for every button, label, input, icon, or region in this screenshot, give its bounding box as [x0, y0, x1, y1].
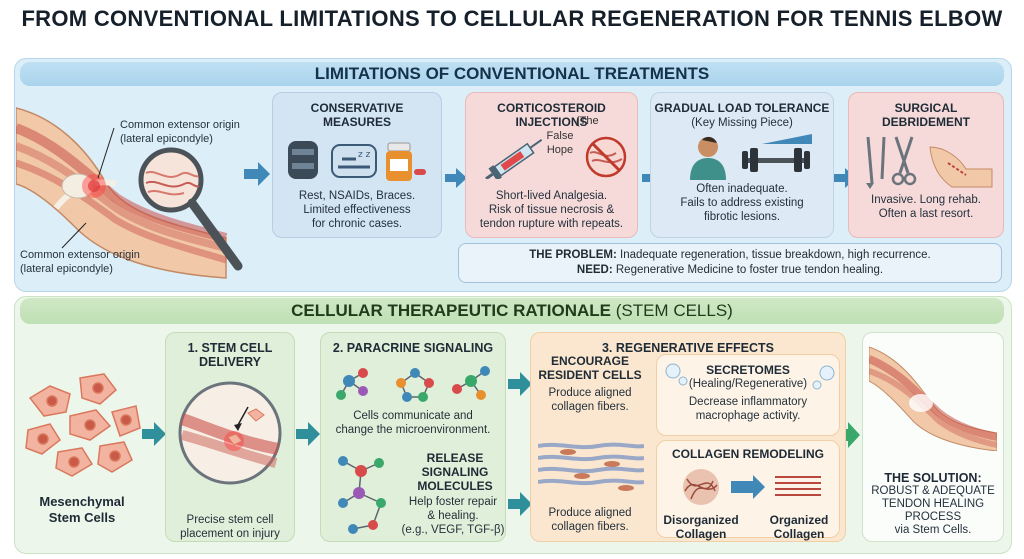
conservative-text: Rest, NSAIDs, Braces. Limited effectiven… — [298, 190, 416, 230]
arrow-right-icon — [508, 492, 532, 516]
arrow-right-icon — [142, 422, 166, 446]
page-title: FROM CONVENTIONAL LIMITATIONS TO CELLULA… — [21, 6, 1003, 31]
disorganized-label: Disorganized Collagen — [663, 513, 739, 541]
problem-label: THE PROBLEM: — [529, 249, 617, 261]
gradual-load-subtitle: (Key Missing Piece) — [691, 117, 793, 129]
gradual-load-text: Often inadequate. Fails to address exist… — [680, 183, 804, 223]
produce-collagen-text: Produce aligned collagen fibers. — [548, 507, 632, 533]
anatomy-label-top: Common extensor origin (lateral epicondy… — [120, 119, 240, 145]
secretomes-subtitle: (Healing/Regenerative) — [688, 378, 808, 390]
need-label: NEED: — [576, 264, 613, 276]
problem-line: THE PROBLEM: Inadequate regeneration, ti… — [459, 248, 1001, 263]
syringe-necrosis-icons — [485, 136, 627, 179]
solution-title: THE SOLUTION: — [884, 471, 982, 485]
solution-card: THE SOLUTION: ROBUST & ADEQUATE TENDON H… — [862, 332, 1004, 542]
mesenchymal-stem-cells-illustration — [25, 373, 141, 477]
release-text: Help foster repair & healing. (e.g., VEG… — [401, 496, 505, 536]
secretomes-text: Decrease inflammatory macrophage activit… — [688, 396, 808, 422]
healed-elbow-illustration — [869, 346, 997, 451]
delivery-title: 1. STEM CELL DELIVERY — [187, 341, 273, 369]
problem-need-box: THE PROBLEM: Inadequate regeneration, ti… — [458, 243, 1002, 283]
arrow-right-icon — [296, 422, 320, 446]
surgical-title: SURGICAL DEBRIDEMENT — [881, 101, 970, 129]
rationale-heading-light: (STEM CELLS) — [610, 301, 733, 320]
molecule-icons — [336, 366, 490, 402]
paracrine-text: Cells communicate and change the microen… — [335, 410, 491, 436]
conservative-title: CONSERVATIVE MEASURES — [310, 101, 404, 129]
arrow-right-icon — [244, 162, 270, 186]
corticosteroid-card: CORTICOSTEROID INJECTIONS (The False Hop… — [465, 92, 638, 238]
stem-cell-delivery-card: 1. STEM CELL DELIVERY Precise stem cell … — [165, 332, 295, 542]
corticosteroid-text: Short-lived Analgesia. Risk of tissue ne… — [479, 190, 624, 230]
arrow-right-icon — [836, 422, 860, 448]
corticosteroid-title: CORTICOSTEROID INJECTIONS — [466, 101, 637, 129]
cellular-rationale-heading: CELLULAR THERAPEUTIC RATIONALE (STEM CEL… — [20, 298, 1004, 324]
aligned-collagen-fibers-illustration — [538, 442, 644, 491]
limitations-heading: LIMITATIONS OF CONVENTIONAL TREATMENTS — [20, 62, 1004, 86]
organized-label: Organized Collagen — [769, 513, 829, 541]
conservative-measures-card: CONSERVATIVE MEASURES z z Rest, NSAIDs, … — [272, 92, 442, 238]
remodeling-title: COLLAGEN REMODELING — [672, 447, 824, 461]
brace-bed-pills-icons: z z — [288, 141, 426, 181]
encourage-text: Produce aligned collagen fibers. — [548, 387, 632, 413]
anatomy-label-bottom: Common extensor origin (lateral epicondy… — [20, 249, 140, 275]
collagen-remodeling-box: COLLAGEN REMODELING Disorganized Collage… — [656, 440, 840, 541]
need-line: NEED: Regenerative Medicine to foster tr… — [459, 263, 1001, 278]
surgical-tools-icons — [866, 136, 993, 189]
bubbles-icon — [665, 363, 688, 386]
delivery-text: Precise stem cell placement on injury — [180, 514, 280, 540]
encourage-title: ENCOURAGE RESIDENT CELLS — [538, 354, 642, 382]
secretomes-box: SECRETOMES (Healing/Regenerative) Decrea… — [656, 354, 840, 436]
solution-text: ROBUST & ADEQUATE TENDON HEALING PROCESS… — [871, 485, 995, 536]
regenerative-title: 3. REGENERATIVE EFFECTS — [601, 341, 774, 355]
arrow-right-icon — [508, 372, 532, 396]
surgical-text: Invasive. Long rehab. Often a last resor… — [871, 194, 981, 220]
bubbles-icon — [812, 365, 835, 390]
elbow-anatomy-illustration — [16, 107, 243, 279]
collagen-remodeling-illustration — [683, 469, 821, 505]
rationale-heading-bold: CELLULAR THERAPEUTIC RATIONALE — [291, 301, 611, 320]
false-hope-note: False Hope — [546, 130, 574, 156]
surgical-debridement-card: SURGICAL DEBRIDEMENT Invasive. Long reha… — [848, 92, 1004, 238]
paracrine-signaling-card: 2. PARACRINE SIGNALING Cells communicate… — [320, 332, 506, 542]
arrow-right-icon — [445, 168, 467, 188]
secretomes-title: SECRETOMES — [706, 363, 790, 377]
svg-text:z z: z z — [358, 150, 371, 160]
paracrine-title: 2. PARACRINE SIGNALING — [332, 341, 494, 355]
corticosteroid-title-text: CORTICOSTEROID INJECTIONS — [497, 101, 606, 129]
doctor-dumbbell-icons — [690, 134, 812, 180]
encourage-resident-cells: ENCOURAGE RESIDENT CELLS Produce aligned… — [534, 354, 646, 414]
gradual-load-title: GRADUAL LOAD TOLERANCE — [654, 101, 830, 115]
corticosteroid-title-suffix: (The — [576, 115, 599, 127]
need-text: Regenerative Medicine to foster true ten… — [612, 264, 884, 276]
tendon-injection-illustration — [178, 381, 282, 485]
msc-label: Mesenchymal Stem Cells — [39, 494, 125, 525]
gradual-load-card: GRADUAL LOAD TOLERANCE (Key Missing Piec… — [650, 92, 834, 238]
problem-text: Inadequate regeneration, tissue breakdow… — [616, 249, 931, 261]
release-title: RELEASE SIGNALING MOLECULES — [417, 451, 493, 493]
signaling-molecules-icon — [338, 456, 386, 534]
